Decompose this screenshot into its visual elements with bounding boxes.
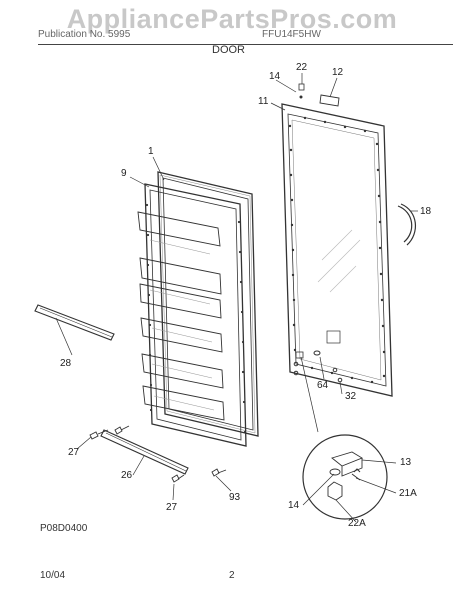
callout-27-lower: 27 — [166, 502, 178, 513]
callout-28: 28 — [60, 358, 72, 369]
diagram-code: P08D0400 — [40, 523, 88, 534]
callout-26: 26 — [121, 470, 133, 481]
callout-21a: 21A — [399, 488, 417, 499]
outer-door-panel — [281, 83, 416, 397]
header-rule — [38, 44, 453, 45]
callout-32: 32 — [345, 391, 357, 402]
callout-11: 11 — [258, 96, 269, 107]
callout-12: 12 — [332, 67, 344, 78]
page-number: 2 — [229, 570, 235, 581]
callout-22a: 22A — [348, 518, 366, 529]
callout-22: 22 — [296, 62, 308, 73]
callout-18: 18 — [420, 206, 432, 217]
door-gasket — [157, 171, 259, 437]
watermark: AppliancePartsPros.com — [66, 4, 398, 34]
inner-door-liner — [137, 183, 247, 447]
callout-1: 1 — [148, 146, 154, 157]
toe-bar-26 — [100, 429, 189, 475]
callout-13: 13 — [400, 457, 412, 468]
callout-14-detail: 14 — [288, 500, 300, 511]
callout-9: 9 — [121, 168, 127, 179]
callout-93: 93 — [229, 492, 241, 503]
hinge-detail-circle — [302, 434, 388, 520]
section-title: DOOR — [212, 44, 245, 56]
footer-date: 10/04 — [40, 570, 66, 581]
model-number: FFU14F5HW — [262, 29, 321, 40]
callout-64: 64 — [317, 380, 329, 391]
callout-27-upper: 27 — [68, 447, 80, 458]
callout-14: 14 — [269, 71, 281, 82]
publication-number: Publication No. 5995 — [38, 29, 131, 40]
shelf-bar-28 — [34, 304, 115, 341]
